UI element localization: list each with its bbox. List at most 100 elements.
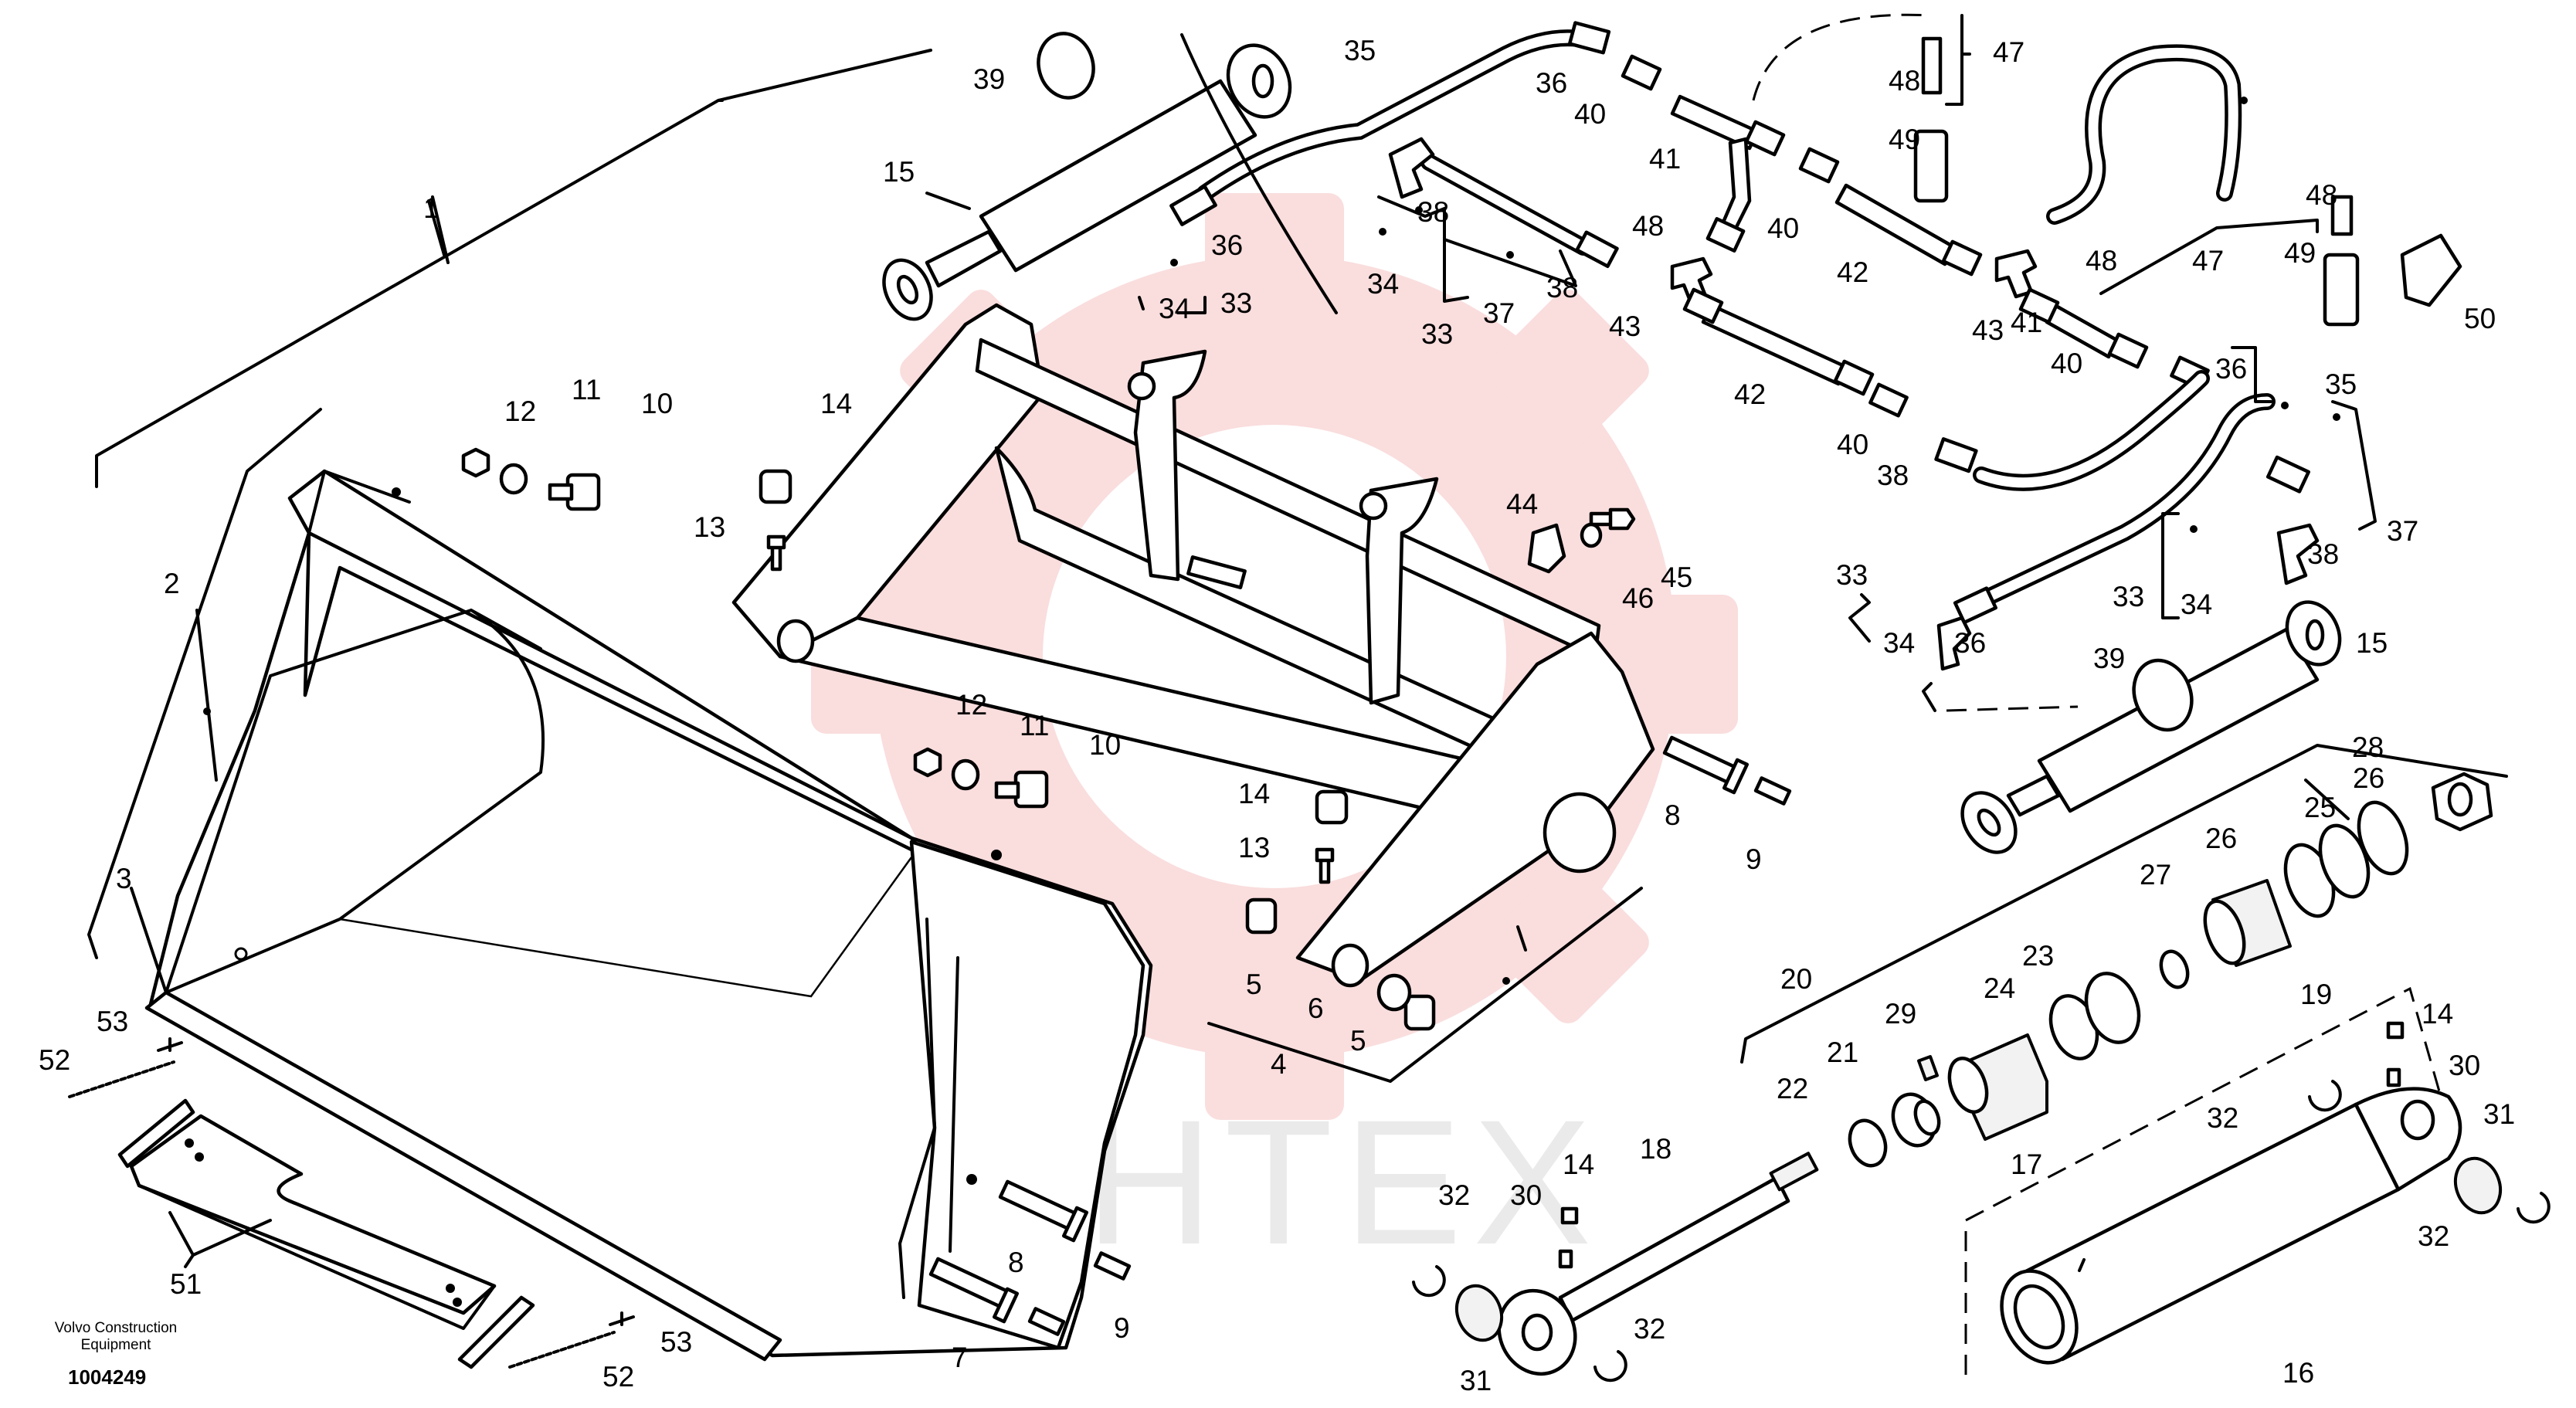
cylinder-rod	[2006, 774, 2061, 817]
bucket-side-rib	[898, 918, 959, 1299]
callout-3: 3	[116, 863, 132, 894]
callout-10b: 10	[1089, 729, 1121, 761]
leader-15a	[925, 192, 971, 210]
callout-48c: 48	[2086, 245, 2117, 277]
spring-52	[508, 1331, 616, 1369]
spherical-bearing-31	[2453, 1156, 2503, 1215]
leader-line	[1922, 682, 1936, 712]
callout-50: 50	[2464, 303, 2496, 334]
bucket-top-lip	[307, 470, 411, 534]
callout-dot	[203, 707, 211, 715]
callout-43b: 43	[1972, 314, 2004, 346]
coupler-bracket	[1186, 555, 1247, 589]
fitting-icon	[1868, 382, 1909, 418]
fitting-icon	[1798, 147, 1840, 184]
leader-2	[87, 408, 322, 959]
barrel-nipple-tip	[2078, 1258, 2086, 1272]
callout-2: 2	[164, 568, 180, 599]
callout-26b: 26	[2205, 823, 2237, 854]
callout-11a: 11	[572, 374, 601, 405]
callout-14c: 14	[1563, 1148, 1594, 1180]
snap-ring-27	[2159, 949, 2190, 989]
nut-bore	[2447, 782, 2473, 817]
fitting-icon	[1934, 437, 1978, 473]
elbow-fitting-icon	[1388, 137, 1435, 199]
leader-51	[168, 1211, 272, 1268]
cylinder-end-hole	[2305, 619, 2325, 651]
callout-dot	[1379, 228, 1386, 236]
wear-plate-lip	[137, 1184, 496, 1330]
brand-line1: Volvo Construction	[55, 1320, 177, 1336]
callout-21: 21	[1827, 1036, 1858, 1068]
right-cylinder	[1946, 600, 2342, 854]
callout-dot	[1506, 251, 1514, 259]
hose-clamp-icon	[2132, 658, 2194, 732]
clip-53	[609, 1311, 635, 1326]
callout-5b: 5	[1350, 1025, 1366, 1057]
hook-pin	[1127, 372, 1156, 401]
callout-40a: 40	[1574, 98, 1606, 130]
callout-38d: 38	[2307, 538, 2339, 570]
callout-46: 46	[1622, 582, 1654, 614]
callout-17: 17	[2011, 1148, 2042, 1180]
leader-line	[1848, 593, 1871, 643]
spherical-bearing-31	[1454, 1284, 1504, 1342]
bushing-icon	[1245, 897, 1278, 935]
fitting-icon	[1567, 21, 1611, 55]
callout-18: 18	[1640, 1133, 1672, 1165]
callout-32d: 32	[2418, 1220, 2449, 1252]
hose-icon-inner	[1200, 32, 1585, 198]
fitting-icon	[2107, 332, 2149, 369]
callout-dot	[2240, 97, 2248, 104]
bucket-assembly	[87, 49, 1153, 1362]
callout-33d: 33	[2113, 581, 2144, 612]
frame-lock-pin	[1662, 735, 1792, 806]
cap-icon	[1315, 789, 1349, 825]
callout-41a: 41	[1649, 143, 1681, 175]
cap-icon	[759, 469, 792, 504]
callout-dot	[1415, 206, 1423, 214]
callout-labels: 1 2 3 4 5 5 6 7 8 8 9 9 10 10 11 11 12 1…	[39, 35, 2515, 1396]
bolt-icon	[1589, 507, 1636, 531]
callout-23: 23	[2022, 940, 2054, 972]
coupler-female-icon	[1913, 129, 1949, 203]
coupler-frame-right	[1295, 631, 1655, 983]
bucket-hole	[234, 947, 248, 961]
fitting-icon	[1744, 120, 1786, 157]
callout-30b: 30	[2449, 1050, 2480, 1081]
callout-14d: 14	[2422, 998, 2453, 1030]
callout-16: 16	[2282, 1357, 2314, 1389]
leader-1	[95, 49, 932, 488]
leader-4	[1207, 887, 1643, 1083]
hose-35-lower	[1934, 370, 2320, 671]
callout-8a: 8	[1665, 799, 1681, 831]
plate-hole	[453, 1298, 462, 1307]
callout-36b: 36	[1211, 229, 1243, 261]
callout-4: 4	[1271, 1048, 1287, 1080]
callout-12b: 12	[955, 689, 987, 721]
bucket-inner-floor	[165, 609, 545, 994]
piston-face	[2203, 899, 2246, 965]
callout-13a: 13	[694, 511, 725, 543]
quick-couplers	[1752, 13, 2462, 327]
hose-icon	[2046, 44, 2242, 225]
callout-33b: 33	[1421, 318, 1453, 350]
fitting-icon	[1169, 185, 1217, 226]
callout-31a: 31	[1460, 1365, 1492, 1396]
piston-ring-26b	[2357, 800, 2409, 876]
leader-20	[1740, 744, 2508, 1064]
circlip-32	[1412, 1265, 1446, 1298]
barrel-bore	[2013, 1284, 2065, 1350]
callout-53a: 53	[97, 1006, 128, 1037]
leader-line	[1180, 33, 1338, 314]
set-screw-29	[1917, 1055, 1939, 1081]
callout-8b: 8	[1008, 1247, 1024, 1278]
coupler-frame	[731, 303, 1655, 1083]
bucket-lock-pin	[928, 1179, 1132, 1336]
cylinder-eye-hole	[896, 274, 919, 305]
hook-pin	[1359, 491, 1388, 521]
callout-36d: 36	[1954, 627, 1986, 659]
callout-10a: 10	[641, 388, 673, 419]
callout-49b: 49	[2284, 237, 2316, 269]
callout-47b: 47	[2192, 245, 2224, 277]
